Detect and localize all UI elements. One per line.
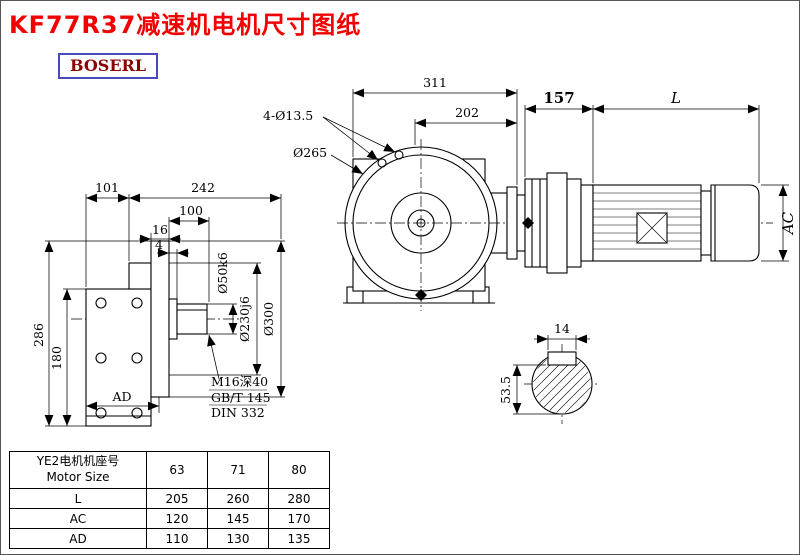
dim-311: 311 — [423, 75, 447, 90]
motor-view: 157 L AC — [481, 89, 797, 274]
page-title: KF77R37减速机电机尺寸图纸 — [9, 11, 362, 39]
table-header-row: YE2电机机座号 Motor Size 63 71 80 — [9, 451, 330, 489]
note-din-standard: DIN 332 — [211, 405, 265, 420]
table-row-AD: AD 110 130 135 — [9, 528, 330, 549]
table-cell: 130 — [207, 528, 269, 549]
row-label: AC — [9, 508, 147, 529]
dim-pilot-circle: Ø265 — [293, 145, 327, 160]
dim-key-width: 14 — [554, 321, 570, 336]
note-gb-standard: GB/T 145 — [211, 390, 271, 405]
dim-157: 157 — [543, 89, 574, 107]
table-size-71: 71 — [207, 451, 269, 489]
dim-L: L — [670, 89, 681, 107]
dim-202: 202 — [455, 105, 479, 120]
table-cell: 280 — [268, 488, 330, 509]
row-label: L — [9, 488, 147, 509]
dim-flange-diameter: Ø300 — [261, 302, 276, 336]
table-header-en: Motor Size — [46, 470, 110, 484]
row-label: AD — [9, 528, 147, 549]
dim-AC: AC — [779, 211, 797, 236]
dim-242: 242 — [191, 180, 215, 195]
dim-286: 286 — [31, 323, 46, 347]
dim-spigot-diameter: Ø230j6 — [237, 296, 252, 342]
motor-size-table: YE2电机机座号 Motor Size 63 71 80 L 205 260 2… — [9, 451, 330, 549]
table-row-AC: AC 120 145 170 — [9, 508, 330, 529]
dim-key-height: 53.5 — [498, 376, 513, 404]
side-view: 101 242 100 16 4 286 180 — [31, 180, 286, 427]
table-cell: 135 — [268, 528, 330, 549]
dim-101: 101 — [95, 180, 119, 195]
table-cell: 205 — [146, 488, 208, 509]
table-cell: 120 — [146, 508, 208, 529]
dim-shaft-diameter: Ø50k6 — [215, 252, 230, 294]
dim-AD: AD — [111, 389, 131, 404]
dim-100: 100 — [179, 203, 203, 218]
front-view: 311 202 4-Ø13.5 Ø265 — [263, 75, 518, 311]
dim-16: 16 — [152, 222, 168, 237]
table-size-80: 80 — [268, 451, 330, 489]
table-cell: 145 — [207, 508, 269, 529]
shaft-section: 14 53.5 — [498, 321, 600, 424]
brand-logo: BOSERL — [58, 53, 159, 79]
note-tap: M16深40 — [211, 374, 268, 389]
table-cell: 170 — [268, 508, 330, 529]
table-row-L: L 205 260 280 — [9, 488, 330, 509]
table-header-cn: YE2电机机座号 — [36, 454, 120, 469]
dim-180: 180 — [49, 346, 64, 370]
table-cell: 260 — [207, 488, 269, 509]
dim-4: 4 — [155, 237, 163, 252]
table-header-cell: YE2电机机座号 Motor Size — [9, 451, 147, 489]
table-cell: 110 — [146, 528, 208, 549]
dim-bolt-holes: 4-Ø13.5 — [263, 108, 313, 123]
table-size-63: 63 — [146, 451, 208, 489]
